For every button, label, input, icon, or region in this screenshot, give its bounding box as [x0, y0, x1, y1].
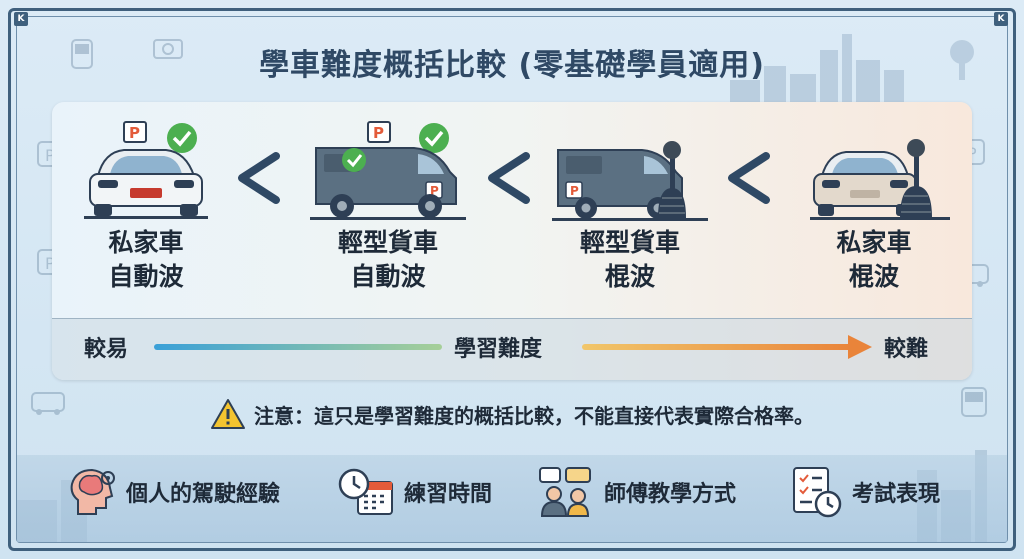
svg-text:P: P	[967, 144, 977, 163]
vehicle-label-van-manual: 輕型貨車 棍波	[550, 226, 710, 294]
light-van-automatic-icon: P P	[310, 121, 466, 220]
transmission-type: 棍波	[604, 262, 655, 291]
outer-frame	[8, 8, 1016, 551]
factor-label: 師傅教學方式	[604, 482, 737, 507]
instructor-student-icon	[539, 467, 591, 517]
warning-icon	[211, 399, 245, 429]
note-text: 注意：這只是學習難度的概括比較，不能直接代表實際合格率。	[254, 403, 814, 428]
scale-bar-easy	[154, 344, 442, 350]
factor-label: 考試表現	[852, 482, 941, 507]
light-van-manual-icon: P	[552, 141, 708, 221]
clock-calendar-icon	[338, 468, 393, 515]
transmission-type: 棍波	[848, 262, 899, 291]
corner-logo-left: K	[14, 12, 28, 26]
svg-text:P: P	[129, 124, 140, 142]
vehicle-label-private-manual: 私家車 棍波	[794, 226, 954, 294]
private-car-automatic-icon: P	[84, 121, 208, 219]
transmission-type: 自動波	[350, 262, 426, 291]
bus-decor-icon	[961, 387, 987, 417]
less-than-symbol	[728, 152, 770, 204]
checklist-clock-icon	[793, 467, 842, 518]
less-than-symbol	[238, 152, 280, 204]
less-than-symbol	[488, 152, 530, 204]
vehicle-type: 輕型貨車	[579, 228, 680, 257]
factor-label: 練習時間	[404, 482, 493, 507]
scale-easy-label: 較易	[84, 337, 129, 362]
camera-decor-icon	[153, 39, 183, 59]
brain-gears-icon	[70, 468, 115, 515]
vehicle-type: 私家車	[836, 228, 912, 257]
page-title: 學車難度概括比較 (零基礎學員適用)	[259, 48, 765, 83]
private-car-manual-icon	[810, 139, 950, 220]
vehicle-label-private-auto: 私家車 自動波	[66, 226, 226, 294]
scale-arrow-head-icon	[848, 335, 872, 359]
vehicle-type: 輕型貨車	[337, 228, 438, 257]
inner-frame	[16, 16, 1008, 543]
factor-teaching-method: 師傅教學方式	[538, 466, 736, 518]
svg-text:P: P	[430, 184, 439, 198]
factor-driving-experience: 個人的駕駛經驗	[68, 466, 280, 518]
bus-decor-icon	[71, 39, 93, 69]
city-skyline-decor-icon	[730, 34, 974, 102]
svg-text:P: P	[45, 146, 55, 165]
scale-bar-hard	[582, 344, 852, 350]
svg-text:P: P	[570, 184, 579, 198]
transmission-type: 自動波	[108, 262, 184, 291]
disclaimer-note: 注意：這只是學習難度的概括比較，不能直接代表實際合格率。	[0, 398, 1024, 430]
corner-logo-right: K	[994, 12, 1008, 26]
svg-text:P: P	[373, 124, 384, 142]
factor-practice-time: 練習時間	[338, 466, 492, 518]
factor-exam-performance: 考試表現	[792, 466, 940, 518]
scale-center-label: 學習難度	[454, 337, 543, 362]
vehicle-label-van-auto: 輕型貨車 自動波	[308, 226, 468, 294]
bus-decor-icon	[31, 392, 65, 415]
svg-text:P: P	[45, 254, 55, 273]
scale-hard-label: 較難	[884, 337, 929, 362]
factors-band	[17, 455, 1007, 542]
factor-label: 個人的駕駛經驗	[126, 482, 281, 507]
vehicle-type: 私家車	[108, 228, 184, 257]
